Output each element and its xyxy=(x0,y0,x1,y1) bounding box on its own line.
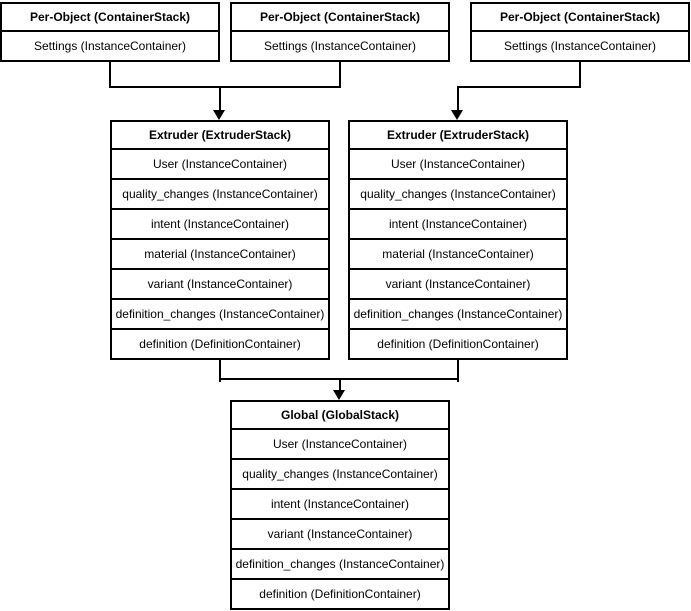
container-row-variant: variant (InstanceContainer) xyxy=(350,270,566,300)
edge-to-extruder2-shaft xyxy=(457,86,459,110)
stack-title: Extruder (ExtruderStack) xyxy=(112,122,328,150)
container-row-definition-changes: definition_changes (InstanceContainer) xyxy=(350,300,566,330)
container-row-intent: intent (InstanceContainer) xyxy=(232,490,448,520)
container-row-intent: intent (InstanceContainer) xyxy=(112,210,328,240)
container-row-quality-changes: quality_changes (InstanceContainer) xyxy=(350,180,566,210)
edge-extruder1-down xyxy=(219,358,221,382)
container-row-definition-changes: definition_changes (InstanceContainer) xyxy=(232,550,448,580)
container-row-user: User (InstanceContainer) xyxy=(112,150,328,180)
per-object-stack-3: Per-Object (ContainerStack) Settings (In… xyxy=(470,2,690,62)
stack-title: Global (GlobalStack) xyxy=(232,402,448,430)
container-row-settings: Settings (InstanceContainer) xyxy=(263,39,417,53)
stack-title: Per-Object (ContainerStack) xyxy=(232,4,448,32)
edge-extruder2-down xyxy=(457,358,459,382)
stack-title: Per-Object (ContainerStack) xyxy=(472,4,688,32)
edge-to-extruder1-shaft xyxy=(219,86,221,110)
container-row-user: User (InstanceContainer) xyxy=(350,150,566,180)
container-row-variant: variant (InstanceContainer) xyxy=(112,270,328,300)
container-row-variant: variant (InstanceContainer) xyxy=(232,520,448,550)
edge-perobject3-down xyxy=(579,60,581,88)
arrowhead-to-extruder1-icon xyxy=(213,110,225,120)
edge-perobject12-merge xyxy=(109,86,341,88)
container-row-quality-changes: quality_changes (InstanceContainer) xyxy=(112,180,328,210)
container-row-quality-changes: quality_changes (InstanceContainer) xyxy=(232,460,448,490)
arrowhead-to-global-icon xyxy=(333,390,345,400)
extruder-stack-2: Extruder (ExtruderStack) User (InstanceC… xyxy=(348,120,568,360)
edge-to-global-shaft xyxy=(339,378,341,392)
container-row-settings: Settings (InstanceContainer) xyxy=(33,39,187,53)
edge-perobject3-across xyxy=(457,86,581,88)
container-row-definition-changes: definition_changes (InstanceContainer) xyxy=(112,300,328,330)
extruder-stack-1: Extruder (ExtruderStack) User (InstanceC… xyxy=(110,120,330,360)
edge-perobject2-down xyxy=(339,60,341,88)
per-object-stack-2: Per-Object (ContainerStack) Settings (In… xyxy=(230,2,450,62)
container-row-intent: intent (InstanceContainer) xyxy=(350,210,566,240)
container-row-material: material (InstanceContainer) xyxy=(112,240,328,270)
per-object-stack-1: Per-Object (ContainerStack) Settings (In… xyxy=(0,2,220,62)
stack-title: Per-Object (ContainerStack) xyxy=(2,4,218,32)
edge-perobject1-down xyxy=(109,60,111,88)
container-row-settings: Settings (InstanceContainer) xyxy=(503,39,657,53)
global-stack: Global (GlobalStack) User (InstanceConta… xyxy=(230,400,450,610)
container-row-definition: definition (DefinitionContainer) xyxy=(377,337,539,351)
container-row-definition: definition (DefinitionContainer) xyxy=(259,587,421,601)
container-row-user: User (InstanceContainer) xyxy=(232,430,448,460)
arrowhead-to-extruder2-icon xyxy=(451,110,463,120)
stack-title: Extruder (ExtruderStack) xyxy=(350,122,566,150)
container-row-material: material (InstanceContainer) xyxy=(350,240,566,270)
container-row-definition: definition (DefinitionContainer) xyxy=(139,337,301,351)
